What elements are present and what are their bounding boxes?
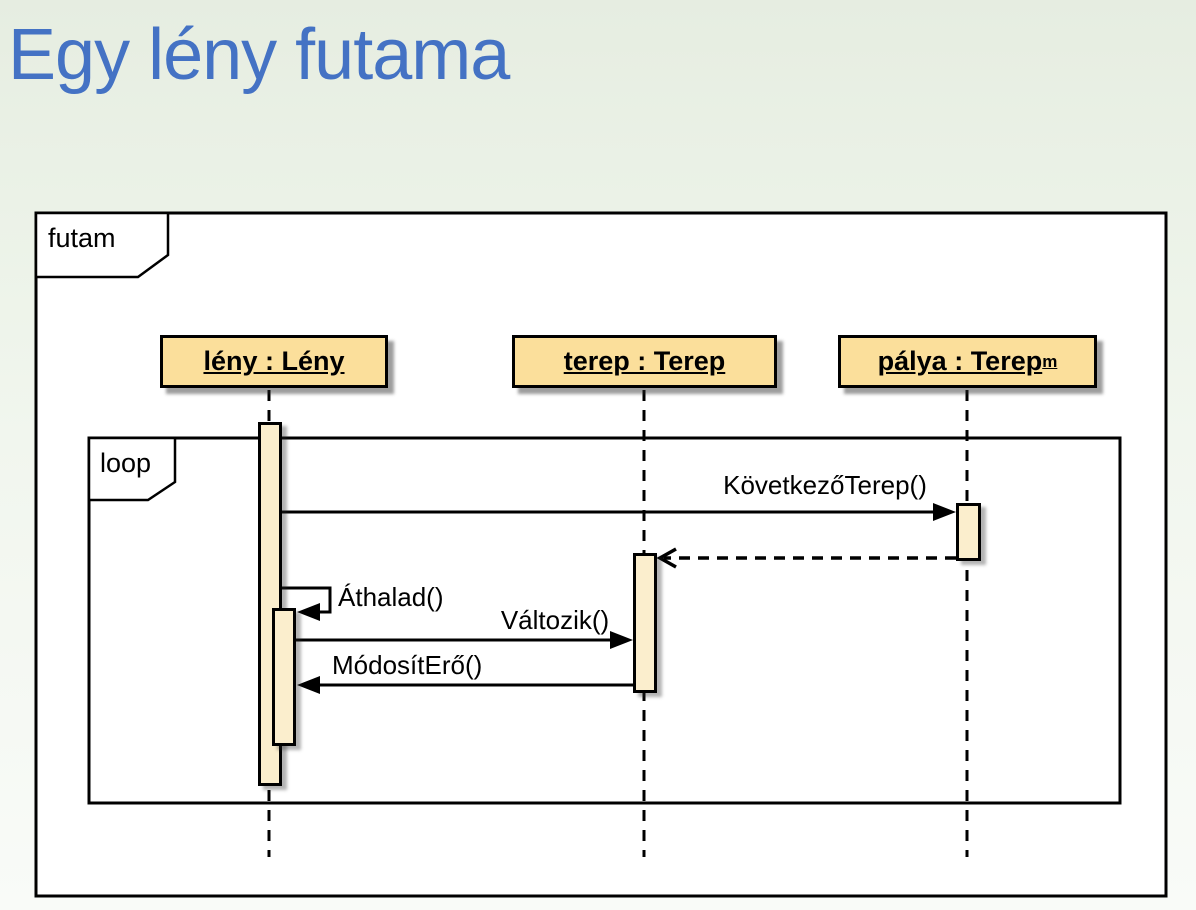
loop-operator-label: loop <box>100 448 152 478</box>
arrow-modosItero <box>297 676 633 694</box>
activation-terep <box>633 553 657 693</box>
frame-border <box>34 211 1168 898</box>
frame-name-tab <box>34 211 170 279</box>
message-label-valtozik: Változik() <box>500 605 610 635</box>
message-label-modosItero: MódosítErő() <box>332 650 483 680</box>
participant-leny: lény : Lény <box>160 335 388 388</box>
arrow-kovetkezoterep <box>282 503 956 521</box>
participant-palya-label: pálya : Terep <box>877 346 1043 376</box>
participant-leny-label: lény : Lény <box>203 346 345 376</box>
arrow-valtozik <box>296 631 633 649</box>
activation-leny-nested <box>272 608 296 746</box>
message-label-kovetkezoterep: KövetkezőTerep() <box>723 470 927 500</box>
arrow-athalad <box>282 586 332 621</box>
message-label-athalad: Áthalad() <box>338 582 444 612</box>
loop-operator-tab <box>87 436 177 502</box>
frame-name-label: futam <box>48 223 116 253</box>
loop-fragment-border <box>87 436 1122 805</box>
page-title: Egy lény futama <box>8 15 510 95</box>
activation-palya <box>956 503 981 561</box>
participant-terep: terep : Terep <box>512 335 777 388</box>
arrow-return <box>656 547 956 569</box>
participant-terep-label: terep : Terep <box>563 346 726 376</box>
